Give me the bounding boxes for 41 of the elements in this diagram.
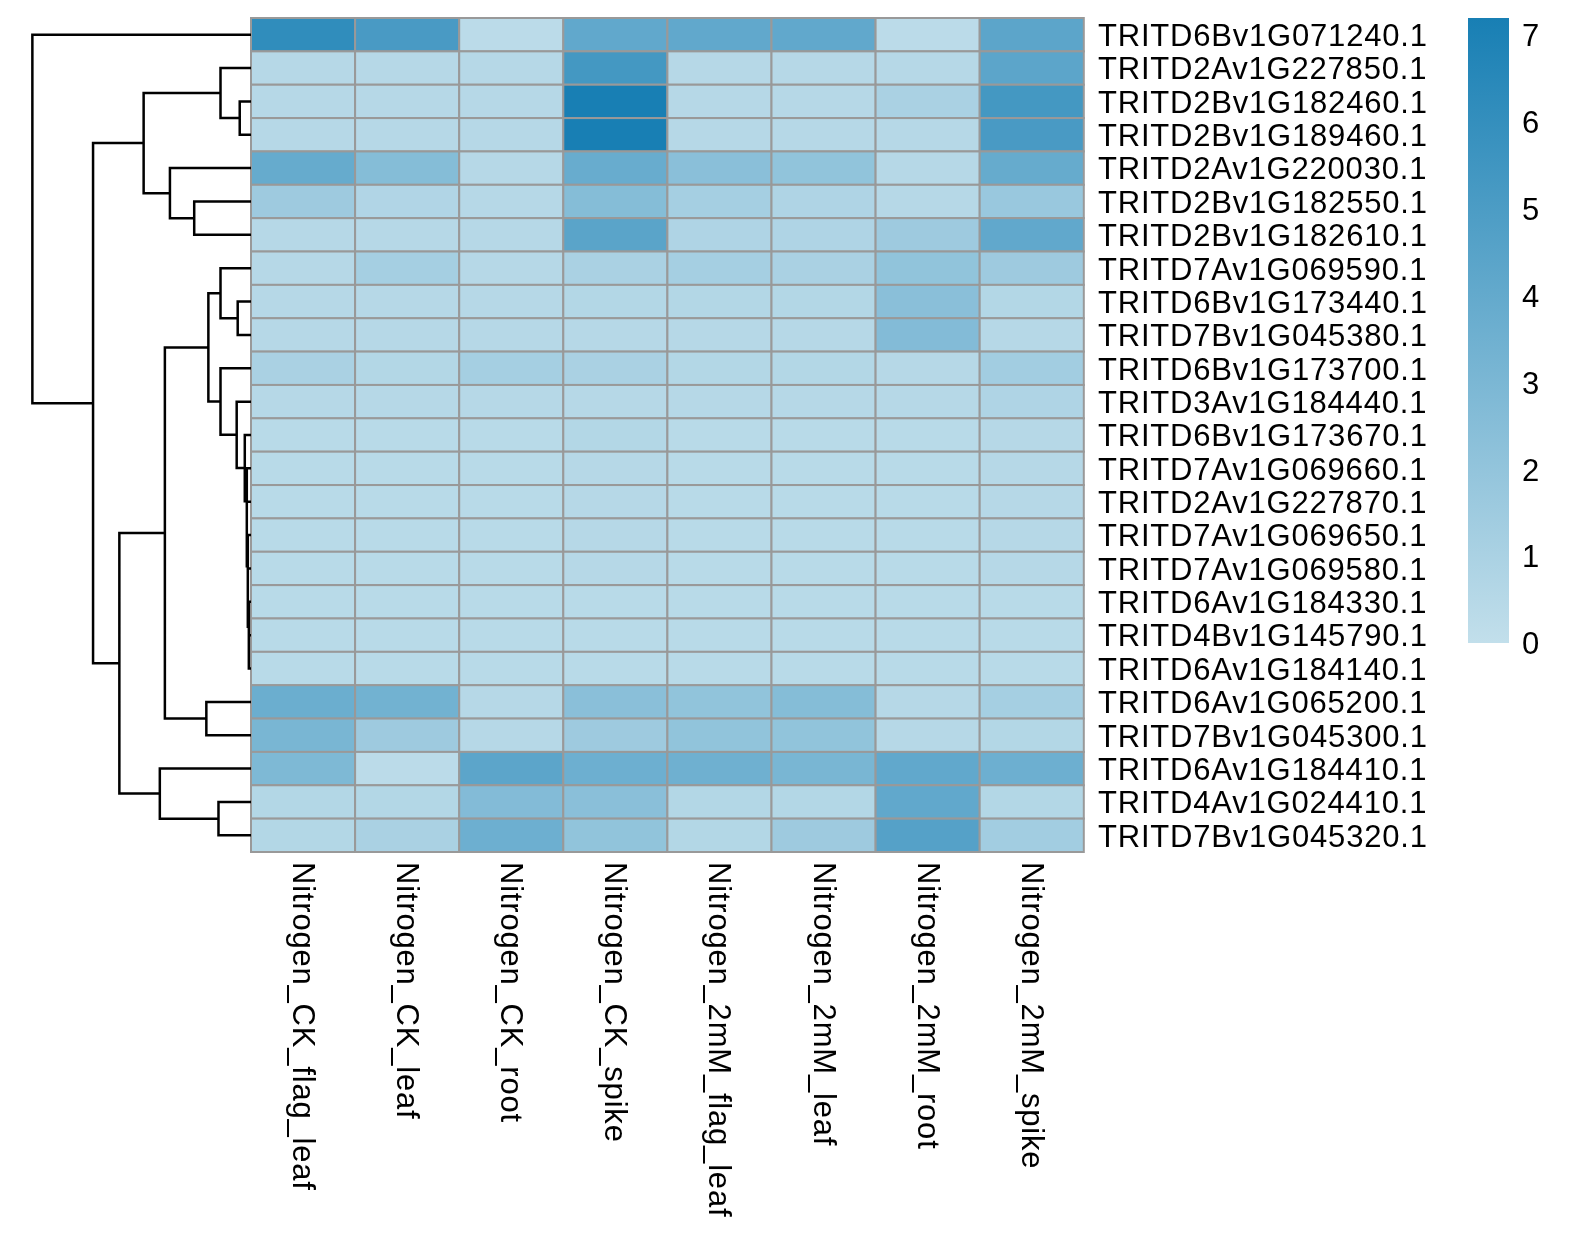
gene-label: TRITD2Bv1G182460.1 bbox=[1098, 86, 1428, 118]
gene-label: TRITD6Bv1G173440.1 bbox=[1098, 286, 1428, 318]
gene-label: TRITD7Bv1G045300.1 bbox=[1098, 720, 1428, 752]
gene-label: TRITD7Av1G069580.1 bbox=[1098, 553, 1428, 585]
gene-label: TRITD7Av1G069650.1 bbox=[1098, 520, 1428, 552]
scale-tick-label: 2 bbox=[1522, 454, 1541, 486]
gene-label: TRITD2Bv1G189460.1 bbox=[1098, 120, 1428, 152]
column-label: Nitrogen_CK_spike bbox=[600, 862, 632, 1143]
gene-label: TRITD7Av1G069590.1 bbox=[1098, 253, 1428, 285]
gene-label: TRITD6Bv1G071240.1 bbox=[1098, 20, 1428, 51]
column-label: Nitrogen_CK_flag_leaf bbox=[288, 862, 320, 1191]
scale-tick-label: 7 bbox=[1522, 20, 1541, 51]
scale-tick-label: 0 bbox=[1522, 628, 1541, 660]
column-label: Nitrogen_2mM_leaf bbox=[808, 862, 840, 1147]
scale-tick-label: 3 bbox=[1522, 367, 1541, 399]
column-label: Nitrogen_CK_root bbox=[496, 862, 528, 1123]
gene-label: TRITD6Av1G184330.1 bbox=[1098, 587, 1428, 619]
column-label: Nitrogen_2mM_flag_leaf bbox=[704, 862, 736, 1218]
gene-label: TRITD6Bv1G173670.1 bbox=[1098, 420, 1428, 452]
gene-label: TRITD6Av1G184410.1 bbox=[1098, 753, 1428, 785]
gene-label: TRITD2Av1G220030.1 bbox=[1098, 153, 1428, 185]
column-label: Nitrogen_CK_leaf bbox=[392, 862, 424, 1120]
scale-tick-label: 5 bbox=[1522, 193, 1541, 225]
scale-tick-label: 4 bbox=[1522, 280, 1541, 312]
gene-label: TRITD4Bv1G145790.1 bbox=[1098, 620, 1428, 652]
gene-label: TRITD7Av1G069660.1 bbox=[1098, 453, 1428, 485]
gene-label: TRITD2Av1G227870.1 bbox=[1098, 487, 1428, 519]
gene-label: TRITD6Bv1G173700.1 bbox=[1098, 353, 1428, 385]
scale-tick-label: 1 bbox=[1522, 541, 1541, 573]
gene-label: TRITD3Av1G184440.1 bbox=[1098, 386, 1428, 418]
gene-label: TRITD2Bv1G182550.1 bbox=[1098, 186, 1428, 218]
gene-label: TRITD7Bv1G045320.1 bbox=[1098, 820, 1428, 852]
gene-label: TRITD7Bv1G045380.1 bbox=[1098, 320, 1428, 352]
column-label: Nitrogen_2mM_spike bbox=[1016, 862, 1048, 1170]
gene-label: TRITD2Bv1G182610.1 bbox=[1098, 220, 1428, 252]
gene-label: TRITD6Av1G184140.1 bbox=[1098, 653, 1428, 685]
gene-label: TRITD6Av1G065200.1 bbox=[1098, 687, 1428, 719]
scale-tick-label: 6 bbox=[1522, 106, 1541, 138]
gene-label: TRITD4Av1G024410.1 bbox=[1098, 787, 1428, 819]
gene-label: TRITD2Av1G227850.1 bbox=[1098, 53, 1428, 85]
column-label: Nitrogen_2mM_root bbox=[912, 862, 944, 1150]
